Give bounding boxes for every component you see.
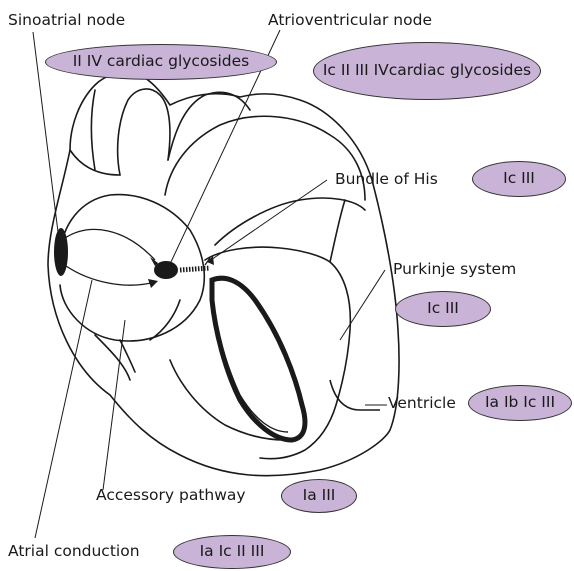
pill-ventricle-drugs: Ia Ib Ic III (468, 385, 572, 421)
pill-atrial-conduction-text: Ia Ic II III (200, 542, 265, 561)
leader-purkinje (340, 270, 385, 340)
label-purkinje-system: Purkinje system (393, 262, 516, 278)
label-accessory-pathway: Accessory pathway (96, 488, 246, 504)
pill-purkinje-drugs: Ic III (395, 291, 491, 327)
label-bundle-of-his: Bundle of His (335, 172, 438, 188)
label-sinoatrial-node: Sinoatrial node (8, 13, 125, 29)
atrioventricular-node (154, 261, 178, 279)
vessel-upper (118, 89, 170, 175)
heart-outline (48, 73, 399, 476)
label-atrial-conduction: Atrial conduction (8, 544, 140, 560)
vessel-aorta (168, 92, 250, 160)
leader-atrial (35, 280, 92, 538)
pill-av-text-line1: Ic II III IV (323, 61, 389, 80)
right-atrium-wall (60, 195, 204, 341)
pill-accessory-text: Ia III (303, 486, 336, 505)
pill-atrial-conduction-drugs: Ia Ic II III (173, 535, 291, 569)
label-ventricle: Ventricle (388, 396, 456, 412)
bundle-his-hatch (180, 268, 210, 270)
pill-bundle-his-drugs: Ic III (472, 161, 566, 197)
pill-av-text-line2: cardiac glycosides (389, 61, 531, 80)
label-atrioventricular-node: Atrioventricular node (268, 13, 432, 29)
leader-bundle (208, 180, 327, 262)
pill-accessory-drugs: Ia III (281, 479, 357, 513)
pill-bundle-his-text: Ic III (503, 169, 535, 188)
pill-av-drugs: Ic II III IV cardiac glycosides (313, 42, 541, 100)
sinoatrial-node (54, 228, 68, 276)
pill-ventricle-text: Ia Ib Ic III (485, 393, 555, 412)
pill-purkinje-text: Ic III (427, 299, 459, 318)
pill-sinoatrial-drugs: II IV cardiac glycosides (45, 44, 277, 80)
pill-sinoatrial-text: II IV cardiac glycosides (73, 52, 250, 71)
